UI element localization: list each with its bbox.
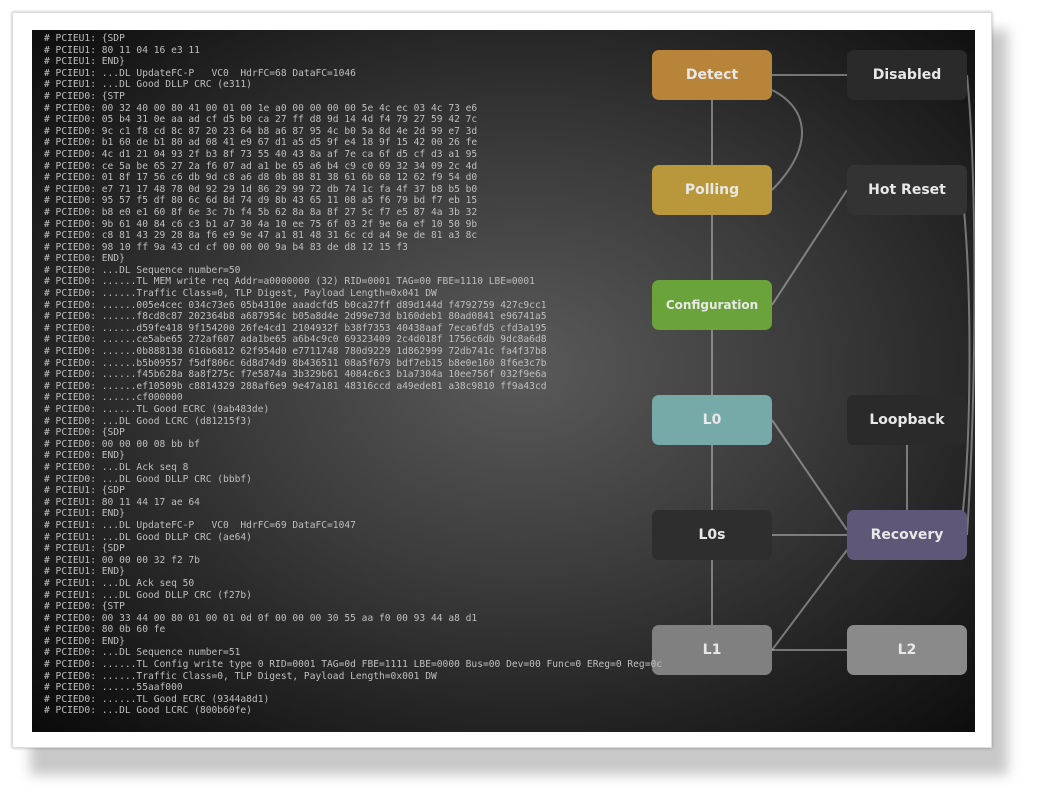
log-line: # PCIED0: c8 81 43 29 28 8a f6 e9 9e 47 … bbox=[44, 230, 478, 242]
node-detect: Detect bbox=[652, 50, 772, 100]
log-line: # PCIED0: ce 5a be 65 27 2a f6 07 ad a1 … bbox=[44, 160, 478, 172]
log-line: # PCIEU1: END} bbox=[44, 566, 125, 578]
node-recovery: Recovery bbox=[847, 510, 967, 560]
log-line: # PCIED0: ...DL Sequence number=51 bbox=[44, 647, 241, 659]
log-line: # PCIED0: ...DL Ack seq 8 bbox=[44, 461, 189, 473]
node-label: Configuration bbox=[665, 298, 759, 312]
log-line: # PCIED0: 9b 61 40 84 c6 c3 b1 a7 30 4a … bbox=[44, 218, 478, 230]
log-line: # PCIEU1: ...DL UpdateFC-P VC0 HdrFC=69 … bbox=[44, 519, 356, 531]
log-line: # PCIEU1: {SDP bbox=[44, 33, 125, 44]
log-line: # PCIEU1: {SDP bbox=[44, 543, 125, 555]
log-line: # PCIEU1: END} bbox=[44, 508, 125, 520]
log-line: # PCIED0: ......0b888138 616b6812 62f954… bbox=[44, 346, 547, 358]
log-line: # PCIED0: {SDP bbox=[44, 427, 125, 439]
node-label: L0 bbox=[702, 412, 722, 428]
log-line: # PCIED0: END} bbox=[44, 450, 125, 462]
log-line: # PCIED0: 00 33 44 00 80 01 00 01 0d 0f … bbox=[44, 612, 478, 624]
log-line: # PCIED0: {STP bbox=[44, 90, 125, 102]
log-line: # PCIED0: ...DL Good LCRC (d81215f3) bbox=[44, 415, 252, 427]
log-line: # PCIED0: 4c d1 21 04 93 2f b3 8f 73 55 … bbox=[44, 148, 478, 160]
log-line: # PCIEU1: 80 11 04 16 e3 11 bbox=[44, 44, 200, 56]
log-line: # PCIED0: 80 0b 60 fe bbox=[44, 624, 166, 636]
log-line: # PCIED0: ......d59fe418 9f154200 26fe4c… bbox=[44, 322, 547, 334]
node-l1: L1 bbox=[652, 625, 772, 675]
state-diagram-edges bbox=[711, 74, 975, 651]
node-hot-reset: Hot Reset bbox=[847, 165, 967, 215]
node-l2: L2 bbox=[847, 625, 967, 675]
node-label: Hot Reset bbox=[868, 182, 946, 198]
log-line: # PCIEU1: ...DL Good DLLP CRC (e311) bbox=[44, 79, 252, 91]
log-line: # PCIEU1: {SDP bbox=[44, 485, 125, 497]
log-line: # PCIED0: ......b5b09557 f5df806c 6d8d74… bbox=[44, 357, 547, 369]
edge bbox=[771, 189, 848, 306]
photo: Detect Polling Configuration L0 L0s Reco… bbox=[32, 30, 975, 732]
log-line: # PCIED0: ...DL Sequence number=50 bbox=[44, 264, 241, 276]
log-line: # PCIED0: ...DL Good LCRC (800b60fe) bbox=[44, 705, 252, 717]
log-line: # PCIED0: ...DL Good DLLP CRC (bbbf) bbox=[44, 473, 252, 485]
log-line: # PCIEU1: 00 00 00 32 f2 7b bbox=[44, 554, 200, 566]
log-line: # PCIED0: END} bbox=[44, 635, 125, 647]
log-line: # PCIED0: 00 32 40 00 80 41 00 01 00 1e … bbox=[44, 102, 478, 114]
node-disabled: Disabled bbox=[847, 50, 967, 100]
log-line: # PCIED0: {STP bbox=[44, 601, 125, 613]
node-configuration: Configuration bbox=[652, 280, 772, 330]
log-line: # PCIEU1: ...DL Ack seq 50 bbox=[44, 577, 195, 589]
log-line: # PCIED0: ......TL MEM write req Addr=a0… bbox=[44, 276, 535, 288]
log-line: # PCIED0: 05 b4 31 0e aa ad cf d5 b0 ca … bbox=[44, 114, 478, 126]
node-polling: Polling bbox=[652, 165, 772, 215]
node-label: L1 bbox=[702, 642, 722, 658]
log-line: # PCIED0: END} bbox=[44, 253, 125, 265]
log-line: # PCIEU1: ...DL UpdateFC-P VC0 HdrFC=68 … bbox=[44, 67, 356, 79]
trace-log: # PCIEU1: {SDP# PCIEU1: 80 11 04 16 e3 1… bbox=[44, 33, 662, 717]
log-line: # PCIED0: 01 8f 17 56 c6 db 9d c8 a6 d8 … bbox=[44, 172, 478, 184]
log-line: # PCIEU1: END} bbox=[44, 56, 125, 68]
node-label: Disabled bbox=[872, 67, 942, 83]
log-line: # PCIED0: ......ef10509b c8814329 288af6… bbox=[44, 380, 547, 392]
log-line: # PCIED0: ......005e4cec 034c73e6 05b431… bbox=[44, 299, 547, 311]
log-line: # PCIEU1: ...DL Good DLLP CRC (ae64) bbox=[44, 531, 252, 543]
node-label: L2 bbox=[897, 642, 917, 658]
log-line: # PCIED0: ......TL Good ECRC (9344a8d1) bbox=[44, 693, 270, 705]
edge bbox=[771, 89, 803, 191]
node-label: Detect bbox=[685, 67, 739, 83]
log-line: # PCIED0: ......ce5abe65 272af607 ada1be… bbox=[44, 334, 547, 346]
log-line: # PCIED0: ......Traffic Class=0, TLP Dig… bbox=[44, 288, 437, 300]
log-line: # PCIED0: ......f45b628a 8a8f275c f7e587… bbox=[44, 369, 547, 381]
node-label: Polling bbox=[684, 182, 740, 198]
edge bbox=[771, 419, 848, 531]
node-label: Recovery bbox=[870, 527, 944, 543]
log-line: # PCIED0: 95 57 f5 df 80 6c 6d 8d 74 d9 … bbox=[44, 195, 478, 207]
log-line: # PCIED0: ......cf000000 bbox=[44, 392, 183, 404]
node-label: Loopback bbox=[869, 412, 945, 428]
node-l0: L0 bbox=[652, 395, 772, 445]
log-line: # PCIED0: ......TL Config write type 0 R… bbox=[44, 659, 663, 671]
log-line: # PCIED0: b1 60 de b1 80 ad 08 41 e9 67 … bbox=[44, 137, 478, 149]
log-line: # PCIED0: ......55aaf000 bbox=[44, 682, 183, 694]
log-line: # PCIEU1: ...DL Good DLLP CRC (f27b) bbox=[44, 589, 252, 601]
log-line: # PCIED0: e7 71 17 48 78 0d 92 29 1d 86 … bbox=[44, 183, 478, 195]
edge bbox=[966, 74, 975, 536]
node-l0s: L0s bbox=[652, 510, 772, 560]
node-label: L0s bbox=[698, 527, 726, 543]
log-line: # PCIED0: ......f8cd8c87 202364b8 a68795… bbox=[44, 311, 547, 323]
log-line: # PCIED0: 98 10 ff 9a 43 cd cf 00 00 00 … bbox=[44, 241, 408, 253]
node-loopback: Loopback bbox=[847, 395, 967, 445]
log-line: # PCIED0: b8 e0 e1 60 8f 6e 3c 7b f4 5b … bbox=[44, 206, 478, 218]
log-line: # PCIED0: 9c c1 f8 cd 8c 87 20 23 64 b8 … bbox=[44, 125, 478, 137]
log-line: # PCIEU1: 80 11 44 17 ae 64 bbox=[44, 496, 200, 508]
log-line: # PCIED0: ......Traffic Class=0, TLP Dig… bbox=[44, 670, 437, 682]
log-line: # PCIED0: ......TL Good ECRC (9ab483de) bbox=[44, 404, 270, 415]
edge bbox=[961, 189, 971, 521]
log-line: # PCIED0: 00 00 00 08 bb bf bbox=[44, 438, 200, 450]
edge bbox=[771, 549, 848, 651]
